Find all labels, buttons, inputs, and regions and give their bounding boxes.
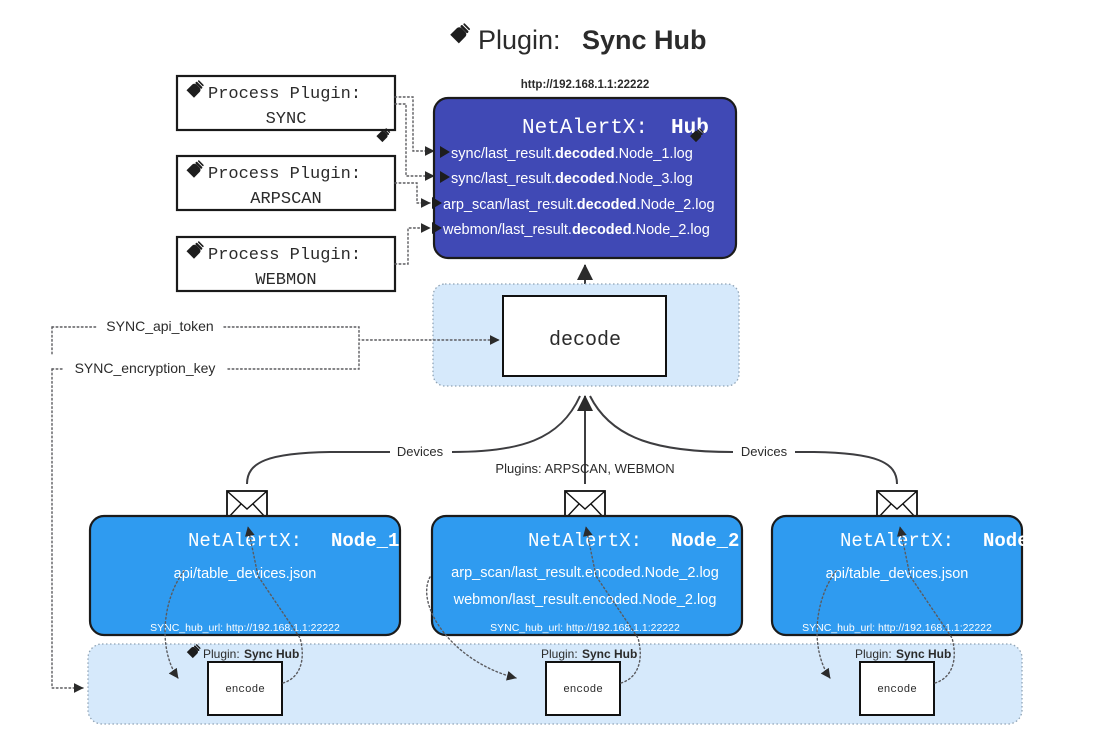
- plugin-to-hub-connectors: [394, 96, 435, 265]
- node-title-name: Node_2: [671, 530, 739, 552]
- process-plugin-header: Process Plugin:: [208, 165, 361, 184]
- hub-log-post: .Node_3.log: [615, 171, 693, 187]
- page-title: Plugin: Sync Hub: [448, 22, 707, 55]
- node-line: arp_scan/last_result.encoded.Node_2.log: [451, 565, 719, 581]
- node-box-node3[interactable]: NetAlertX: Node_3 api/table_devices.json…: [770, 514, 1051, 637]
- encoder-plugin-name: Sync Hub: [896, 647, 951, 661]
- node-box-node1[interactable]: NetAlertX: Node_1 api/table_devices.json…: [88, 514, 402, 637]
- hub-log-bold: decoded: [555, 146, 615, 162]
- process-plugin-header: Process Plugin:: [208, 85, 361, 104]
- hub-log-line-2: sync/last_result.decoded.Node_3.log: [440, 171, 693, 187]
- node-line: api/table_devices.json: [174, 566, 317, 582]
- process-plugin-webmon[interactable]: Process Plugin: WEBMON: [175, 235, 397, 293]
- page-title-name: Sync Hub: [582, 25, 707, 55]
- decode-cluster: decode: [432, 283, 740, 387]
- hub-log-bold: decoded: [577, 197, 637, 213]
- hub-log-line-1: sync/last_result.decoded.Node_1.log: [440, 146, 693, 162]
- node-title-prefix: NetAlertX:: [528, 530, 642, 552]
- process-plugin-name: SYNC: [266, 110, 307, 129]
- hub-log-pre: webmon/last_result.: [442, 222, 572, 238]
- node-title-name: Node_3: [983, 530, 1051, 552]
- encode-label: encode: [225, 684, 265, 696]
- encoder-node3[interactable]: Plugin: Sync Hub encode: [689, 127, 951, 716]
- node-line: webmon/last_result.encoded.Node_2.log: [453, 592, 717, 608]
- decode-box[interactable]: [502, 295, 667, 377]
- hub-title-prefix: NetAlertX:: [522, 117, 648, 140]
- sync-api-token-path: SYNC_api_token: [51, 318, 500, 356]
- hub-log-post: .Node_2.log: [632, 222, 710, 238]
- encoder-plugin-name: Sync Hub: [244, 647, 299, 661]
- envelope-icon-node1: [226, 490, 268, 520]
- encode-label: encode: [877, 684, 917, 696]
- hub-log-bold: decoded: [572, 222, 632, 238]
- hub-log-pre: sync/last_result.: [451, 146, 555, 162]
- encoder-plugin-prefix: Plugin:: [541, 647, 578, 661]
- encoder-node1[interactable]: Plugin: Sync Hub encode: [185, 643, 300, 716]
- node-to-decode-edges: Devices Plugins: ARPSCAN, WEBMON Devices: [246, 395, 898, 485]
- encode-box[interactable]: [545, 661, 621, 716]
- encode-box[interactable]: [859, 661, 935, 716]
- sync-encryption-key-path: SYNC_encryption_key: [51, 340, 360, 693]
- node1-encode-loop: [164, 526, 303, 684]
- envelope-icon-node3: [876, 490, 918, 520]
- node-hub-url: SYNC_hub_url: http://192.168.1.1:22222: [150, 622, 340, 634]
- process-plugin-name: ARPSCAN: [250, 190, 321, 209]
- process-plugin-sync[interactable]: Process Plugin: SYNC: [175, 74, 397, 132]
- hub-log-line-4: webmon/last_result.decoded.Node_2.log: [432, 222, 710, 238]
- hub-log-post: .Node_1.log: [615, 146, 693, 162]
- node-line: api/table_devices.json: [826, 566, 969, 582]
- node-title-name: Node_1: [331, 530, 399, 552]
- encoder-plugin-prefix: Plugin:: [855, 647, 892, 661]
- node3-encode-loop: [816, 526, 955, 684]
- decode-label: decode: [549, 329, 621, 352]
- hub-box[interactable]: NetAlertX: Hub sync/last_result.decoded.…: [432, 96, 738, 260]
- node-box-node2[interactable]: NetAlertX: Node_2 arp_scan/last_result.e…: [430, 514, 744, 637]
- hub-log-line-3: arp_scan/last_result.decoded.Node_2.log: [432, 197, 715, 213]
- node-title-prefix: NetAlertX:: [840, 530, 954, 552]
- right-devices-label: Devices: [741, 444, 788, 459]
- encoder-plugin-name: Sync Hub: [582, 647, 637, 661]
- sync-encryption-key-label: SYNC_encryption_key: [75, 360, 216, 376]
- left-devices-label: Devices: [397, 444, 444, 459]
- node-hub-url: SYNC_hub_url: http://192.168.1.1:22222: [490, 622, 680, 634]
- encoder-plugin-prefix: Plugin:: [203, 647, 240, 661]
- envelope-icon-node2: [564, 490, 606, 520]
- process-plugin-name: WEBMON: [255, 271, 316, 290]
- svg-text:sync/last_result.decoded.Node_: sync/last_result.decoded.Node_3.log: [451, 171, 693, 187]
- hub-log-post: .Node_2.log: [636, 197, 714, 213]
- svg-text:arp_scan/last_result.decoded.N: arp_scan/last_result.decoded.Node_2.log: [443, 197, 715, 213]
- center-plugins-label: Plugins: ARPSCAN, WEBMON: [495, 461, 674, 476]
- hub-title-name: Hub: [671, 117, 709, 140]
- process-plugin-header: Process Plugin:: [208, 246, 361, 265]
- encode-label: encode: [563, 684, 603, 696]
- encode-box[interactable]: [207, 661, 283, 716]
- hub-log-bold: decoded: [555, 171, 615, 187]
- svg-text:webmon/last_result.decoded.Nod: webmon/last_result.decoded.Node_2.log: [442, 222, 710, 238]
- hub-log-pre: sync/last_result.: [451, 171, 555, 187]
- page-title-prefix: Plugin:: [478, 25, 561, 55]
- hub-log-pre: arp_scan/last_result.: [443, 197, 577, 213]
- encoder-node2[interactable]: Plugin: Sync Hub encode: [375, 127, 637, 716]
- process-plugin-arpscan[interactable]: Process Plugin: ARPSCAN: [175, 154, 397, 212]
- sync-api-token-label: SYNC_api_token: [106, 318, 213, 334]
- node-title-prefix: NetAlertX:: [188, 530, 302, 552]
- svg-text:sync/last_result.decoded.Node_: sync/last_result.decoded.Node_1.log: [451, 146, 693, 162]
- node2-encode-loop: [425, 526, 641, 684]
- hub-url-label: http://192.168.1.1:22222: [521, 79, 650, 91]
- node-hub-url: SYNC_hub_url: http://192.168.1.1:22222: [802, 622, 992, 634]
